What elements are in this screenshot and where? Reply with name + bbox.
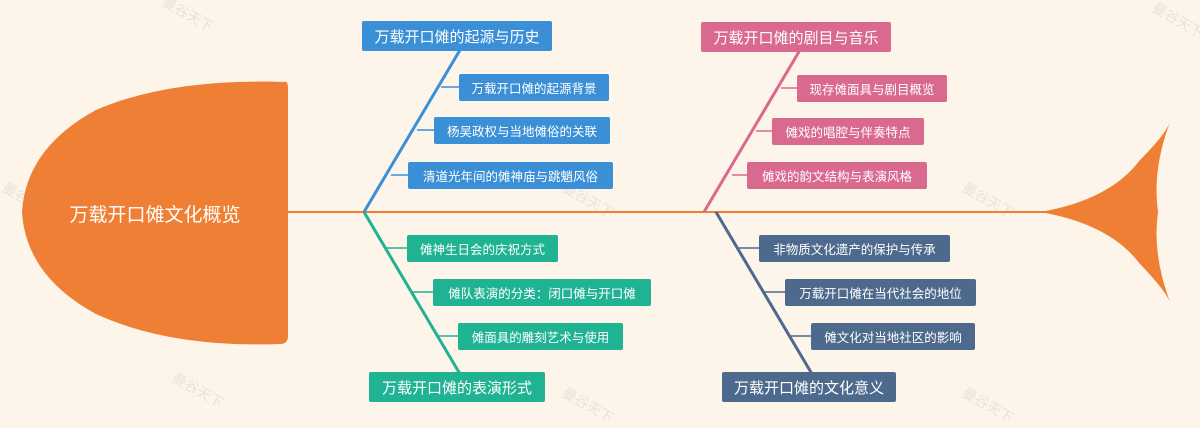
branch-title-performance[interactable]: 万载开口傩的表演形式 bbox=[369, 372, 545, 402]
branch-title-meaning[interactable]: 万载开口傩的文化意义 bbox=[722, 372, 896, 402]
cause-item-performance-3[interactable]: 傩面具的雕刻艺术与使用 bbox=[458, 323, 623, 350]
cause-item-meaning-1[interactable]: 非物质文化遗产的保护与传承 bbox=[759, 235, 950, 262]
cause-item-origin-1[interactable]: 万载开口傩的起源背景 bbox=[459, 74, 609, 101]
cause-item-meaning-2[interactable]: 万载开口傩在当代社会的地位 bbox=[785, 279, 976, 306]
branch-line-meaning bbox=[714, 211, 814, 375]
branch-line-performance bbox=[362, 211, 462, 375]
cause-item-drama-1[interactable]: 现存傩面具与剧目概览 bbox=[797, 75, 947, 102]
cause-item-meaning-3[interactable]: 傩文化对当地社区的影响 bbox=[811, 323, 975, 350]
cause-item-drama-2[interactable]: 傩戏的唱腔与伴奏特点 bbox=[772, 118, 924, 145]
branch-line-origin bbox=[362, 49, 462, 213]
cause-item-drama-3[interactable]: 傩戏的韵文结构与表演风格 bbox=[747, 162, 927, 189]
fish-head-title: 万载开口傩文化概览 bbox=[69, 203, 241, 226]
fish-head bbox=[22, 81, 288, 345]
cause-item-origin-3[interactable]: 清道光年间的傩神庙与跳魈风俗 bbox=[408, 162, 613, 189]
cause-item-performance-1[interactable]: 傩神生日会的庆祝方式 bbox=[407, 235, 558, 262]
branch-title-origin[interactable]: 万载开口傩的起源与历史 bbox=[362, 21, 552, 51]
fish-tail bbox=[1040, 122, 1170, 302]
cause-item-performance-2[interactable]: 傩队表演的分类：闭口傩与开口傩 bbox=[433, 279, 651, 306]
branch-line-drama bbox=[702, 49, 802, 213]
branch-title-drama[interactable]: 万载开口傩的剧目与音乐 bbox=[701, 22, 891, 52]
cause-item-origin-2[interactable]: 杨吴政权与当地傩俗的关联 bbox=[434, 117, 610, 144]
